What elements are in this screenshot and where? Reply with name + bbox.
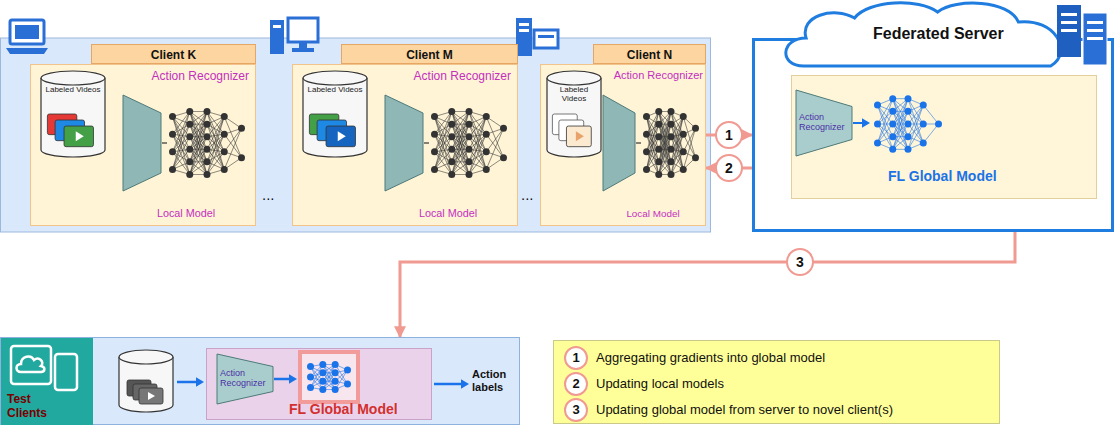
local-model-block-art bbox=[123, 69, 249, 219]
server-box-art bbox=[755, 41, 1117, 235]
ellipsis: ... bbox=[262, 186, 288, 204]
ellipsis: ... bbox=[521, 186, 539, 204]
client-box: Labeled Videos Action RecognizerLocal Mod… bbox=[30, 64, 256, 226]
node-label: FL Global Model bbox=[289, 401, 398, 417]
legend-box: 1 Aggregating gradients into global model… bbox=[553, 340, 1000, 424]
client-box: Labeled Videos Action RecognizerLocal Mod… bbox=[292, 64, 518, 226]
callout-number: 2 bbox=[715, 154, 743, 182]
node-label: Federated Server bbox=[873, 25, 1004, 43]
model-name: Action Recognizer bbox=[414, 69, 511, 83]
database-cylinder-art bbox=[303, 71, 367, 157]
clients-panel bbox=[1, 38, 711, 232]
model-caption: Local Model bbox=[123, 207, 249, 219]
database-cylinder: Labeled Videos bbox=[303, 71, 367, 157]
legend-text: Updating local models bbox=[596, 376, 724, 391]
callout-number: 2 bbox=[564, 372, 588, 396]
callout-number: 1 bbox=[564, 346, 588, 370]
node-label: Action Recognizer bbox=[220, 369, 267, 389]
database-cylinder: Labeled Videos bbox=[41, 71, 105, 157]
client-header: Client K bbox=[91, 44, 256, 64]
node-label: Labeled Videos bbox=[305, 86, 365, 95]
node-label: FL Global Model bbox=[888, 168, 997, 184]
server-box: Action RecognizerFL Global ModelFederate… bbox=[752, 38, 1114, 232]
node-label: Test Clients bbox=[7, 393, 67, 421]
local-model-block: Action RecognizerLocal Model bbox=[385, 69, 511, 219]
local-model-block: Action RecognizerLocal Model bbox=[603, 69, 703, 219]
legend-text: Updating global model from server to nov… bbox=[596, 402, 893, 417]
database-cylinder: Labeled Videos bbox=[547, 71, 601, 157]
server-icon bbox=[516, 18, 558, 56]
callout-number: 3 bbox=[564, 398, 588, 422]
flow-arrow bbox=[400, 232, 1015, 337]
model-name: Action Recognizer bbox=[152, 69, 249, 83]
model-caption: Local Model bbox=[385, 207, 511, 219]
database-cylinder-art bbox=[547, 71, 601, 157]
global-model-box: Action Recognizer FL Global Model bbox=[206, 348, 432, 420]
node-label: Labeled Videos bbox=[549, 86, 599, 104]
model-name: Action Recognizer bbox=[614, 69, 703, 81]
output-label: Action labels bbox=[472, 368, 520, 394]
encoder-trapezoid: Action Recognizer bbox=[796, 90, 852, 156]
test-client-panel: Action Recognizer FL Global Model Test Cli… bbox=[0, 337, 520, 425]
client-header: Client M bbox=[341, 44, 518, 64]
database-cylinder-art bbox=[41, 71, 105, 157]
global-model-box: Action Recognizer FL Global Model bbox=[791, 75, 1097, 199]
model-caption: Local Model bbox=[603, 208, 703, 219]
local-model-block: Action RecognizerLocal Model bbox=[123, 69, 249, 219]
local-model-block-art bbox=[385, 69, 511, 219]
laptop-icon bbox=[6, 20, 48, 54]
encoder-trapezoid: Action Recognizer bbox=[217, 354, 273, 404]
legend-row: 1 Aggregating gradients into global model bbox=[564, 346, 993, 370]
node-label: Labeled Videos bbox=[43, 86, 103, 95]
local-model-block-art bbox=[603, 69, 703, 219]
node-label: Action Recognizer bbox=[799, 113, 846, 133]
legend-row: 2 Updating local models bbox=[564, 372, 993, 396]
callout-number: 1 bbox=[715, 121, 743, 149]
server-rack-icon bbox=[1053, 3, 1113, 67]
desktop-icon bbox=[270, 18, 318, 54]
callout-number: 3 bbox=[786, 248, 814, 276]
legend-row: 3 Updating global model from server to no… bbox=[564, 398, 993, 422]
legend-text: Aggregating gradients into global model bbox=[596, 350, 825, 365]
client-header: Client N bbox=[593, 44, 706, 64]
client-box: Labeled VideosAction RecognizerLocal Mod… bbox=[540, 64, 706, 226]
